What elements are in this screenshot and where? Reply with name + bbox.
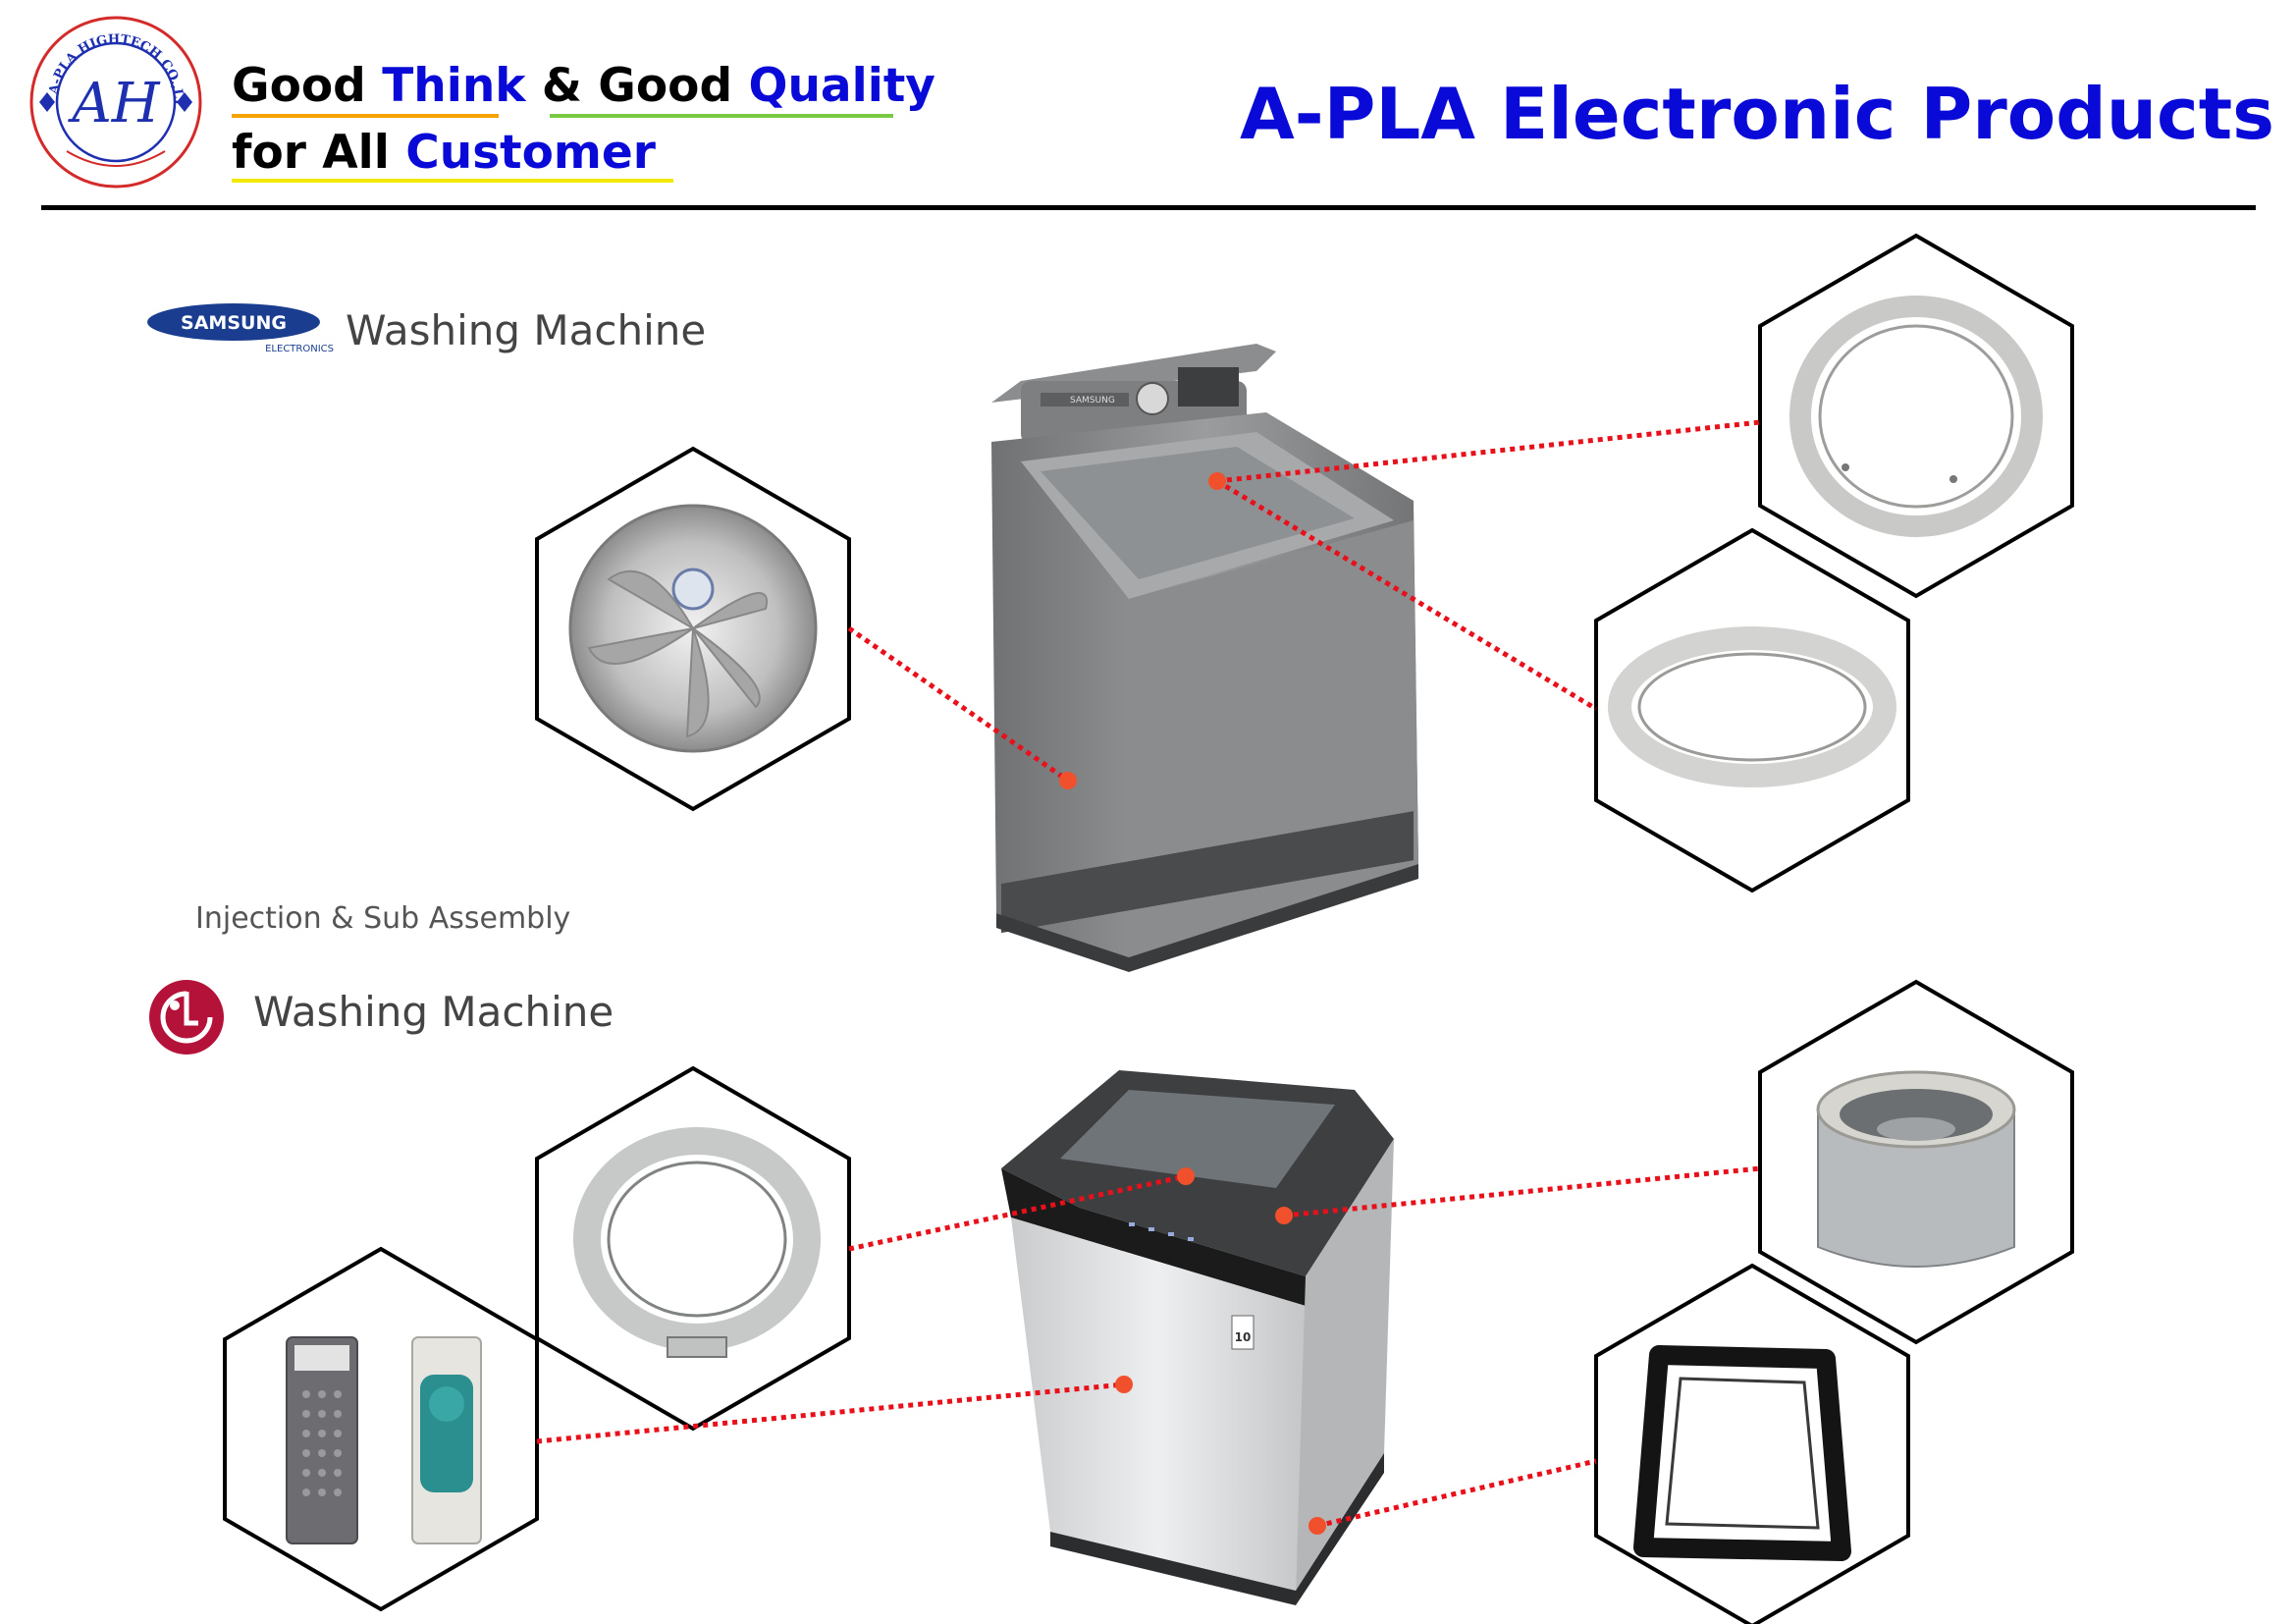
- connector-dot: [1208, 472, 1226, 490]
- connector-drum: [1283, 1165, 1761, 1218]
- connector-dot: [1308, 1517, 1326, 1535]
- samsung-logo: SAMSUNG ELECTRONICS: [147, 303, 334, 354]
- hex-frame-lint-filter: [223, 1246, 539, 1612]
- tub-cover-icon: [573, 1127, 821, 1358]
- svg-text:10: 10: [1235, 1330, 1252, 1344]
- hex-frame-drum: [1758, 979, 2074, 1345]
- svg-text:SAMSUNG: SAMSUNG: [1070, 396, 1115, 406]
- logo-text: AH: [67, 72, 160, 135]
- pulsator-icon: [568, 504, 818, 753]
- hex-frame-balancer-ring: [1594, 527, 1910, 893]
- connector-tub-ring: [1216, 419, 1761, 484]
- injection-sub-assembly-label: Injection & Sub Assembly: [195, 901, 571, 936]
- drum-icon: [1816, 1070, 2016, 1268]
- tub-ring-icon: [1789, 296, 2043, 537]
- connector-tub-cover: [848, 1173, 1187, 1252]
- hex-frame-tub-cover: [535, 1065, 851, 1432]
- connector-base: [1316, 1458, 1597, 1529]
- svg-text:SAMSUNG: SAMSUNG: [181, 312, 287, 334]
- svg-text:LG: LG: [187, 1054, 188, 1056]
- lint-filter-icon: [286, 1336, 482, 1544]
- page-title: A-PLA Electronic Products: [1240, 73, 2274, 155]
- header-divider: [41, 205, 2256, 210]
- base-frame-icon: [1633, 1345, 1851, 1561]
- hex-frame-pulsator: [535, 446, 851, 812]
- slogan-underline-orange: [232, 114, 499, 118]
- lg-logo: LG: [149, 980, 224, 1056]
- slogan-line-2: for All Customer: [232, 126, 656, 180]
- connector-dot: [1115, 1376, 1133, 1393]
- hex-frame-base: [1594, 1263, 1910, 1624]
- hex-frame-tub-ring: [1758, 233, 2074, 599]
- connector-dot: [1059, 772, 1077, 789]
- connector-dot: [1177, 1167, 1195, 1185]
- lg-section-label: Washing Machine: [253, 988, 614, 1036]
- slogan-underline-yellow: [232, 179, 673, 183]
- slogan-underline-green: [550, 114, 893, 118]
- connector-dot: [1275, 1207, 1293, 1224]
- lg-washing-machine: 10: [1001, 1070, 1394, 1605]
- samsung-washing-machine: SAMSUNG: [991, 344, 1418, 972]
- samsung-section-label: Washing Machine: [346, 306, 707, 354]
- svg-text:ELECTRONICS: ELECTRONICS: [265, 344, 334, 354]
- connector-lint-filter: [536, 1381, 1125, 1444]
- company-logo: A-PLA HIGHTECH CO.,LTD. AH: [27, 14, 202, 189]
- slogan-line-1: Good Think & Good Quality: [232, 59, 935, 113]
- balancer-ring-icon: [1608, 626, 1896, 787]
